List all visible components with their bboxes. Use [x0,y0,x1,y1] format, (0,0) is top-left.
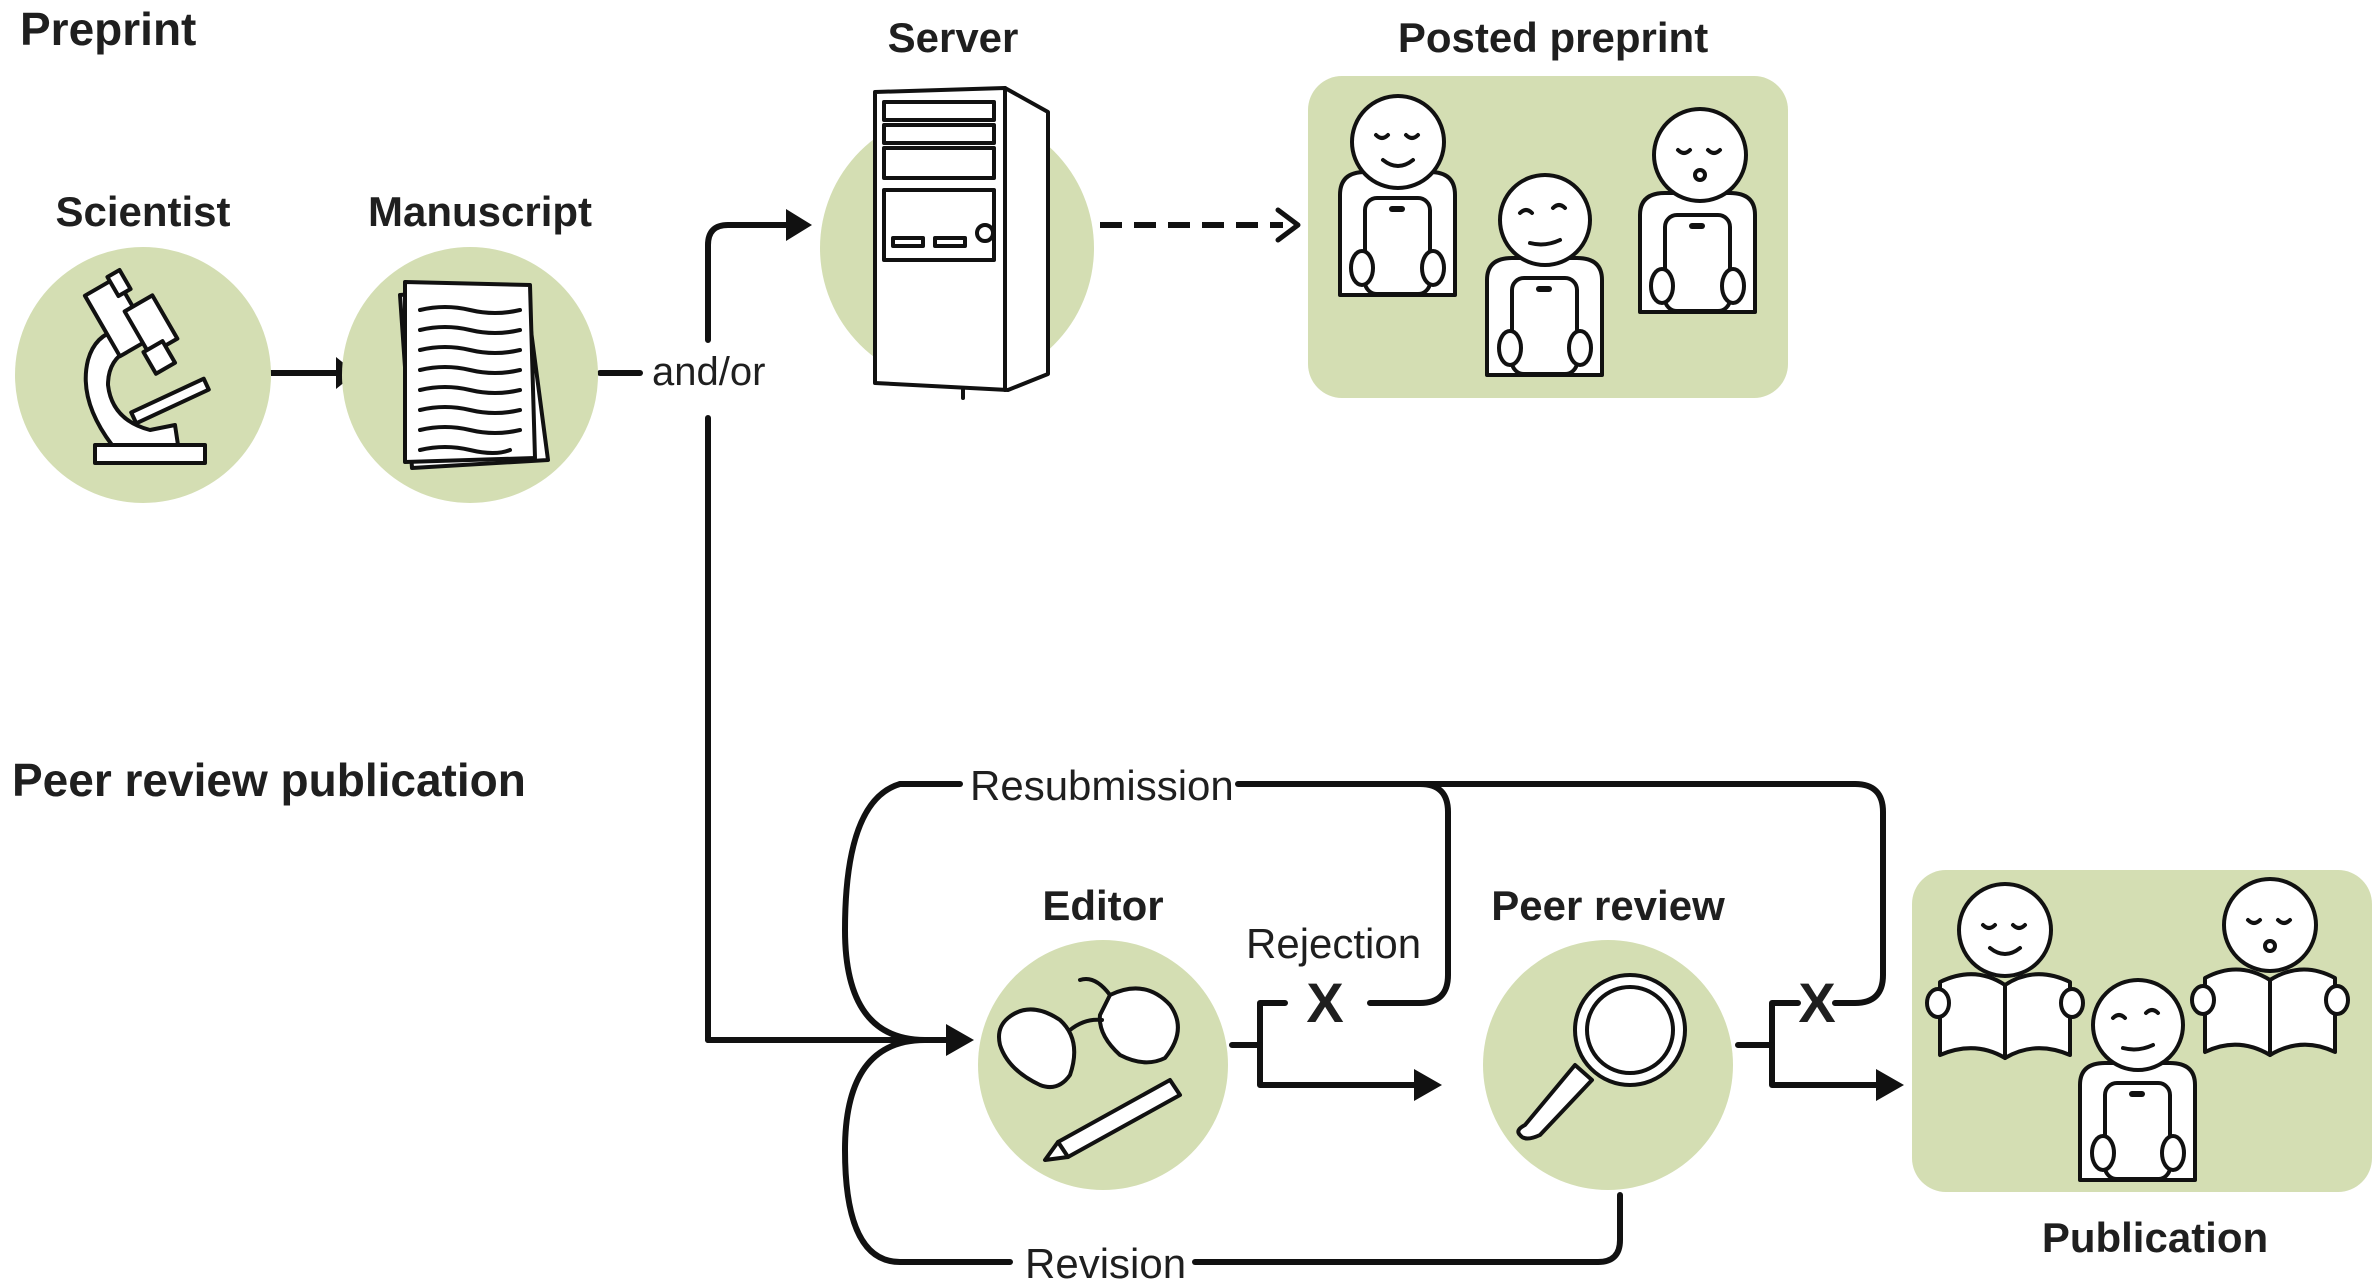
reader-with-journal-icon-2 [2190,877,2350,1057]
reader-with-phone-icon-4 [2078,978,2197,1182]
peer-review-label: Peer review [1491,882,1725,929]
reader-with-journal-icon-1 [1925,882,2085,1060]
flow-label-resubmission: Resubmission [970,762,1234,809]
manuscript-label: Manuscript [368,188,592,235]
reader-with-phone-icon-2 [1485,173,1604,377]
manuscript-node: Manuscript [342,188,598,503]
microscope-icon [82,267,211,465]
section-title-preprint: Preprint [20,3,196,55]
scientist-node: Scientist [15,188,271,503]
document-icon [398,280,550,470]
flow-label-rejection: Rejection [1246,920,1421,967]
posted-preprint-label: Posted preprint [1398,14,1708,61]
flow-label-revision: Revision [1025,1240,1186,1282]
rejection-mark-peer-review: X [1798,971,1835,1034]
section-title-peer-review: Peer review publication [12,754,526,806]
editor-node: Editor [978,882,1228,1190]
reader-with-phone-icon-3 [1638,107,1757,314]
server-label: Server [888,14,1019,61]
magnifying-glass-icon [1516,973,1687,1141]
peer-review-node: Peer review [1483,882,1733,1190]
connector-lines [263,207,1904,1265]
rejection-mark-editor: X [1306,971,1343,1034]
server-node: Server [820,14,1094,400]
scientist-label: Scientist [55,188,230,235]
reader-with-phone-icon-1 [1338,94,1457,297]
posted-preprint-node: Posted preprint [1308,14,1788,398]
glasses-and-pencil-icon [997,977,1182,1162]
publication-label: Publication [2042,1214,2268,1261]
editor-label: Editor [1042,882,1163,929]
server-tower-icon [873,86,1050,400]
publication-node: Publication [1912,870,2372,1261]
flow-label-and-or: and/or [652,350,765,394]
